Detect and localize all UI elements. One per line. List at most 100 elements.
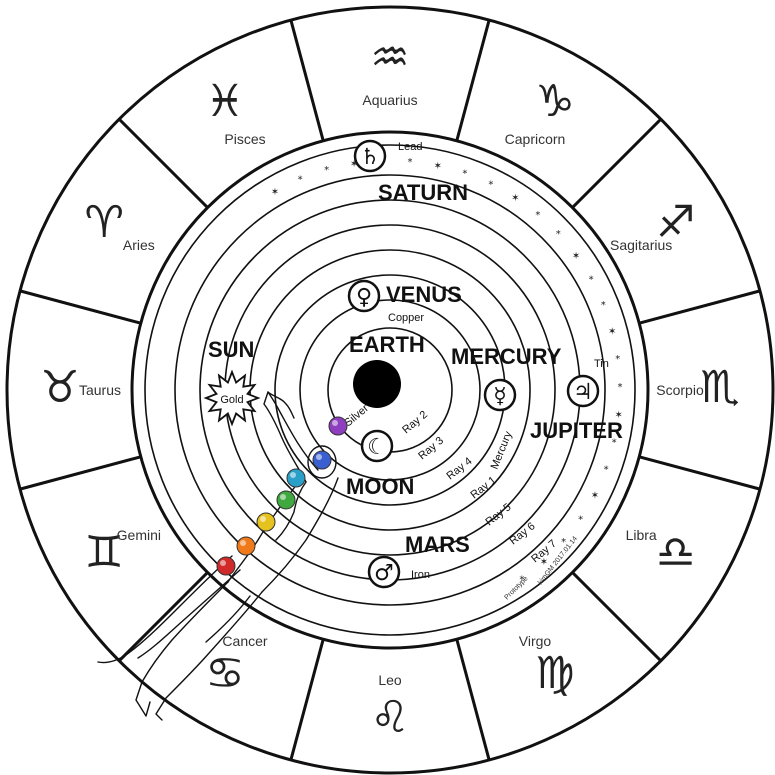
- saturn-icon: ♄: [360, 145, 380, 170]
- ray-3-label: Ray 3: [416, 435, 446, 463]
- star-mark: *: [601, 300, 606, 311]
- star-mark: ✶: [591, 490, 599, 501]
- chakra-highlight: [332, 420, 338, 426]
- zodiac-divider: [289, 638, 325, 761]
- star-mark: ✶: [572, 251, 580, 262]
- zodiac-signs: ♒Aquarius♑Capricorn♐Sagitarius♏Scorpio♎L…: [40, 32, 739, 743]
- zodiac-divider: [19, 455, 142, 491]
- zodiac-wheel: ♒Aquarius♑Capricorn♐Sagitarius♏Scorpio♎L…: [5, 5, 775, 775]
- leo-icon: ♌: [370, 692, 409, 743]
- star-mark: *: [561, 537, 566, 548]
- cancer-icon: ♋: [205, 648, 244, 699]
- sign-label-aries: Aries: [123, 237, 155, 253]
- aries-icon: ♈: [84, 197, 123, 248]
- sign-label-scorpio: Scorpio: [656, 382, 704, 398]
- star-mark: ✶: [434, 161, 442, 172]
- mercury-label: MERCURY: [451, 344, 562, 369]
- venus-label: VENUS: [386, 282, 462, 307]
- saturn-metal: Lead: [398, 141, 422, 153]
- sun-icon: [203, 369, 261, 427]
- chakras: [216, 416, 348, 576]
- zodiac-inner-ring: [130, 130, 650, 650]
- star-mark: *: [615, 354, 620, 365]
- moon-label: MOON: [346, 474, 414, 499]
- sign-label-cancer: Cancer: [222, 633, 267, 649]
- chakra-2: [312, 450, 332, 470]
- capricorn-icon: ♑: [535, 76, 574, 127]
- jupiter-badge: [566, 374, 600, 408]
- credit-line-1: Prototype: [503, 575, 529, 601]
- star-mark: *: [324, 165, 329, 176]
- jupiter-label: JUPITER: [530, 418, 623, 443]
- zodiac-divider: [455, 19, 491, 142]
- chakra-4: [276, 490, 296, 510]
- zodiac-divider: [571, 571, 662, 662]
- earth-disc: [353, 360, 401, 408]
- saturn-badge: [353, 139, 387, 173]
- chakra-highlight: [260, 516, 266, 522]
- human-figure: [97, 391, 339, 721]
- sun: SUN Gold: [203, 337, 261, 427]
- venus-badge: [347, 279, 381, 313]
- chakra-6: [236, 536, 256, 556]
- chakra-highlight: [316, 454, 322, 460]
- zodiac-divider: [19, 289, 142, 325]
- scorpio-icon: ♏: [700, 362, 739, 413]
- orbit-2: [299, 299, 481, 481]
- chakra-7: [216, 556, 236, 576]
- mercury-badge: [483, 378, 517, 412]
- zodiac-divider: [571, 118, 662, 209]
- sign-label-aquarius: Aquarius: [362, 92, 417, 108]
- mars-metal: Iron: [411, 569, 430, 581]
- sagitarius-icon: ♐: [656, 197, 695, 248]
- ray-4-label: Ray 4: [444, 455, 474, 482]
- moon-icon: ☾: [367, 435, 387, 460]
- zodiac-divider: [455, 638, 491, 761]
- saturn-label: SATURN: [378, 180, 468, 205]
- star-mark: *: [488, 179, 493, 190]
- star-mark: *: [519, 574, 524, 585]
- star-mark: *: [612, 438, 617, 449]
- zodiac-divider: [289, 19, 325, 142]
- gemini-icon: ♊: [84, 527, 123, 578]
- ray-6-label: Ray 6: [507, 520, 537, 547]
- libra-icon: ♎: [656, 527, 695, 578]
- star-mark: *: [298, 174, 303, 185]
- star-mark: *: [589, 274, 594, 285]
- star-mark: ✶: [271, 187, 279, 198]
- star-mark: *: [578, 515, 583, 526]
- mars-icon: ♂: [374, 561, 394, 586]
- sign-label-libra: Libra: [626, 527, 657, 543]
- star-mark: *: [535, 210, 540, 221]
- mars-badge: [367, 555, 401, 589]
- star-mark: ✶: [350, 159, 358, 170]
- sun-label: SUN: [208, 337, 254, 362]
- mercury-icon: ☿: [493, 384, 507, 409]
- venus: ♀ VENUS Copper: [347, 279, 462, 324]
- star-mark: ✶: [608, 326, 616, 337]
- sun-metal: Gold: [220, 394, 243, 406]
- mercury: MERCURY ☿ Mercury: [451, 344, 562, 471]
- zodiac-divider: [638, 455, 761, 491]
- mars: MARS ♂ Iron: [367, 532, 470, 589]
- mars-label: MARS: [405, 532, 470, 557]
- chakra-highlight: [240, 540, 246, 546]
- pisces-icon: ♓: [205, 76, 244, 127]
- star-mark: *: [617, 382, 622, 393]
- star-mark: *: [462, 169, 467, 180]
- zodiac-divider: [638, 289, 761, 325]
- star-mark: ✶: [540, 557, 548, 568]
- jupiter-icon: ♃: [573, 380, 593, 405]
- zodiac-dividers: [19, 19, 761, 761]
- sign-label-capricorn: Capricorn: [505, 131, 566, 147]
- chakra-5: [256, 512, 276, 532]
- earth-label: EARTH: [349, 332, 425, 357]
- chakra-3: [286, 468, 306, 488]
- sign-label-sagitarius: Sagitarius: [610, 237, 672, 253]
- jupiter: Tin ♃ JUPITER: [530, 358, 623, 443]
- zodiac-divider: [118, 118, 209, 209]
- star-mark: *: [408, 157, 413, 168]
- star-mark: ✶: [615, 410, 623, 421]
